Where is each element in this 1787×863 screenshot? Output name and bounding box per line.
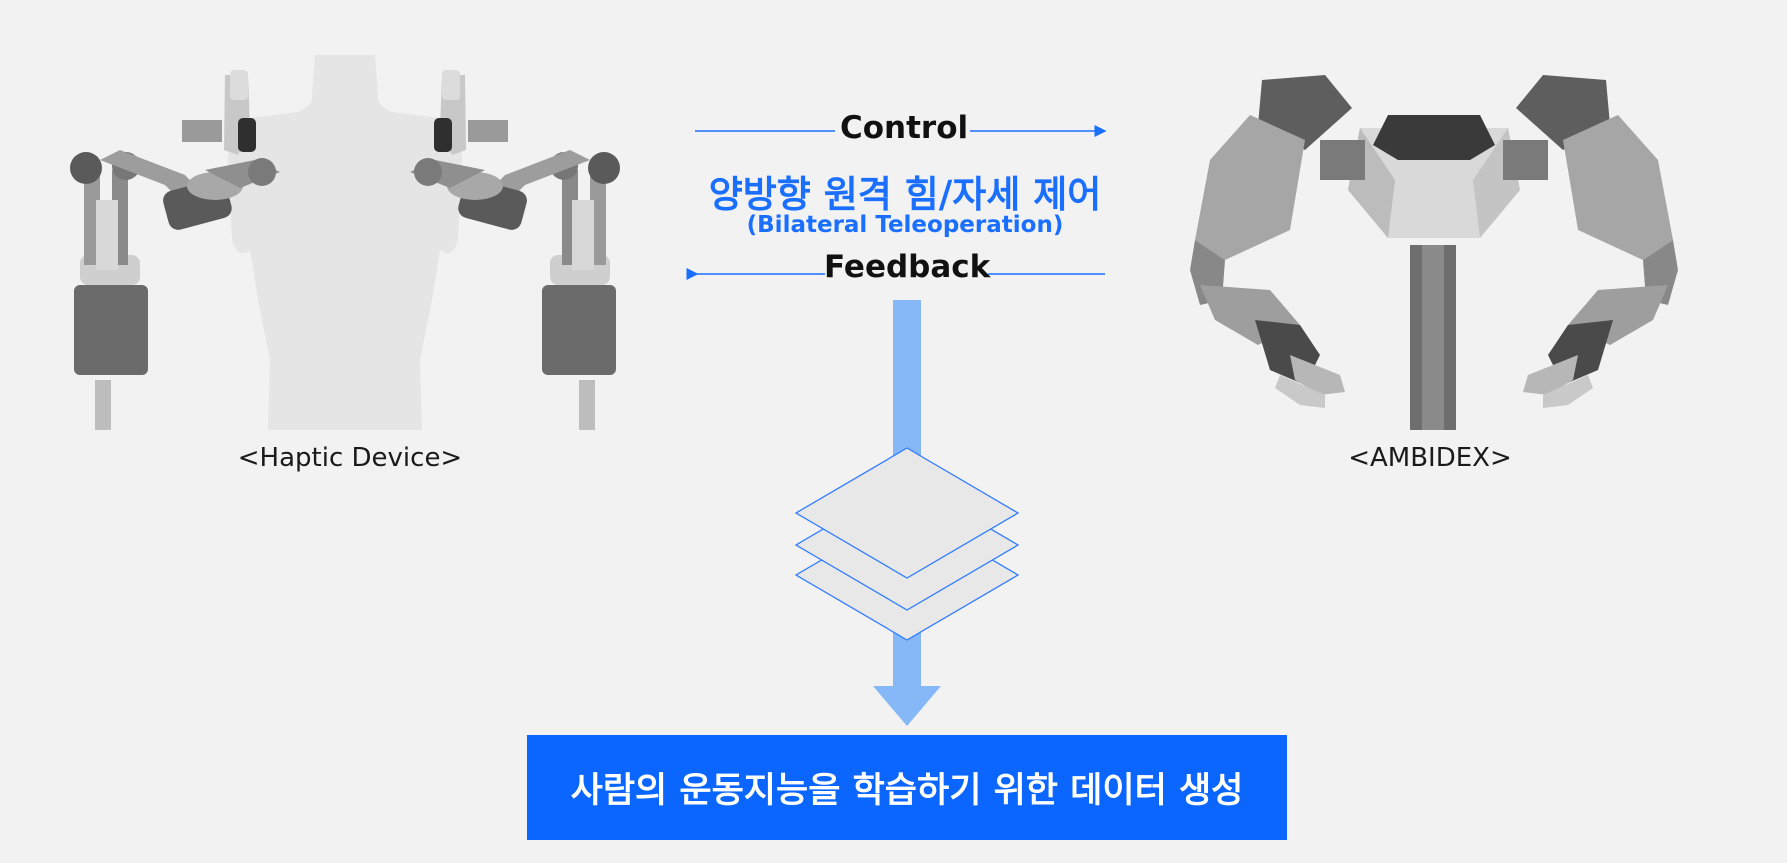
haptic-device-caption: <Haptic Device>	[237, 443, 463, 473]
data-layers-icon	[794, 447, 1020, 641]
control-label: Control	[840, 110, 969, 146]
haptic-arm-left	[70, 70, 280, 430]
human-silhouette	[228, 55, 462, 430]
result-box: 사람의 운동지능을 학습하기 위한 데이터 생성	[527, 735, 1287, 840]
robot-arm-right	[1516, 75, 1678, 408]
ambidex-robot-illustration	[1190, 75, 1678, 430]
feedback-label: Feedback	[824, 249, 991, 285]
haptic-arm-right	[410, 70, 620, 430]
bilateral-title-korean: 양방향 원격 힘/자세 제어	[708, 173, 1102, 216]
haptic-device-illustration	[70, 55, 620, 430]
ambidex-caption: <AMBIDEX>	[1348, 443, 1512, 473]
robot-arm-left	[1190, 75, 1352, 408]
bilateral-title-english: (Bilateral Teleoperation)	[746, 212, 1064, 238]
result-text: 사람의 운동지능을 학습하기 위한 데이터 생성	[570, 771, 1244, 811]
